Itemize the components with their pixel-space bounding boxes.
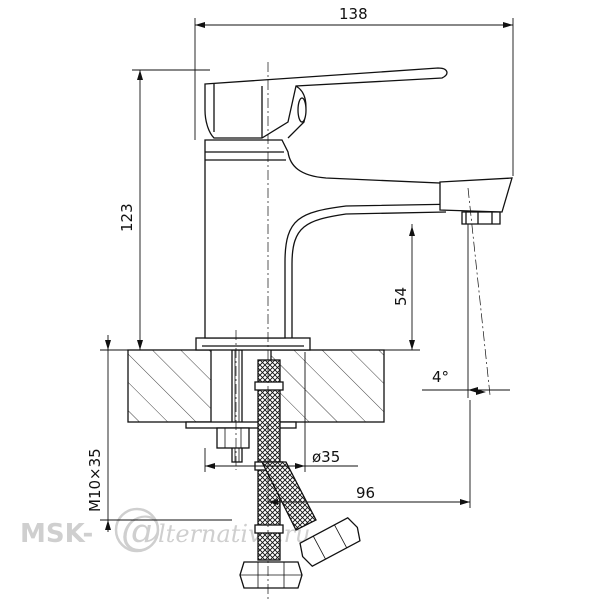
watermark-at: @ <box>121 508 161 554</box>
dim-height: 123 <box>118 69 210 351</box>
dim-base-diameter-label: ø35 <box>312 448 340 466</box>
faucet-body <box>195 139 513 351</box>
watermark-at-ring <box>114 507 160 553</box>
watermark-brand: MSK- <box>20 519 93 549</box>
dim-spout-clearance: 54 <box>384 224 420 351</box>
dim-projection: 96 <box>268 400 471 508</box>
watermark-script: lternativa.ru <box>158 520 311 548</box>
watermark: MSK- @ lternativa.ru <box>20 507 311 554</box>
supply-hoses <box>239 359 361 589</box>
dim-projection-label: 96 <box>356 484 375 502</box>
dim-base-diameter: ø35 <box>204 352 358 472</box>
dim-spout-angle: 4° <box>422 224 510 398</box>
dim-height-label: 123 <box>118 203 136 232</box>
dim-overall-width-label: 138 <box>339 5 368 23</box>
mounting-stud <box>185 349 297 463</box>
dim-mounting-thread-label: M10×35 <box>86 448 104 512</box>
dim-mounting-thread: M10×35 <box>86 335 232 532</box>
dim-overall-width: 138 <box>194 5 514 176</box>
dim-spout-angle-label: 4° <box>432 368 449 386</box>
faucet-handle <box>204 67 448 139</box>
dim-spout-clearance-label: 54 <box>392 287 410 306</box>
center-lines <box>235 62 491 600</box>
